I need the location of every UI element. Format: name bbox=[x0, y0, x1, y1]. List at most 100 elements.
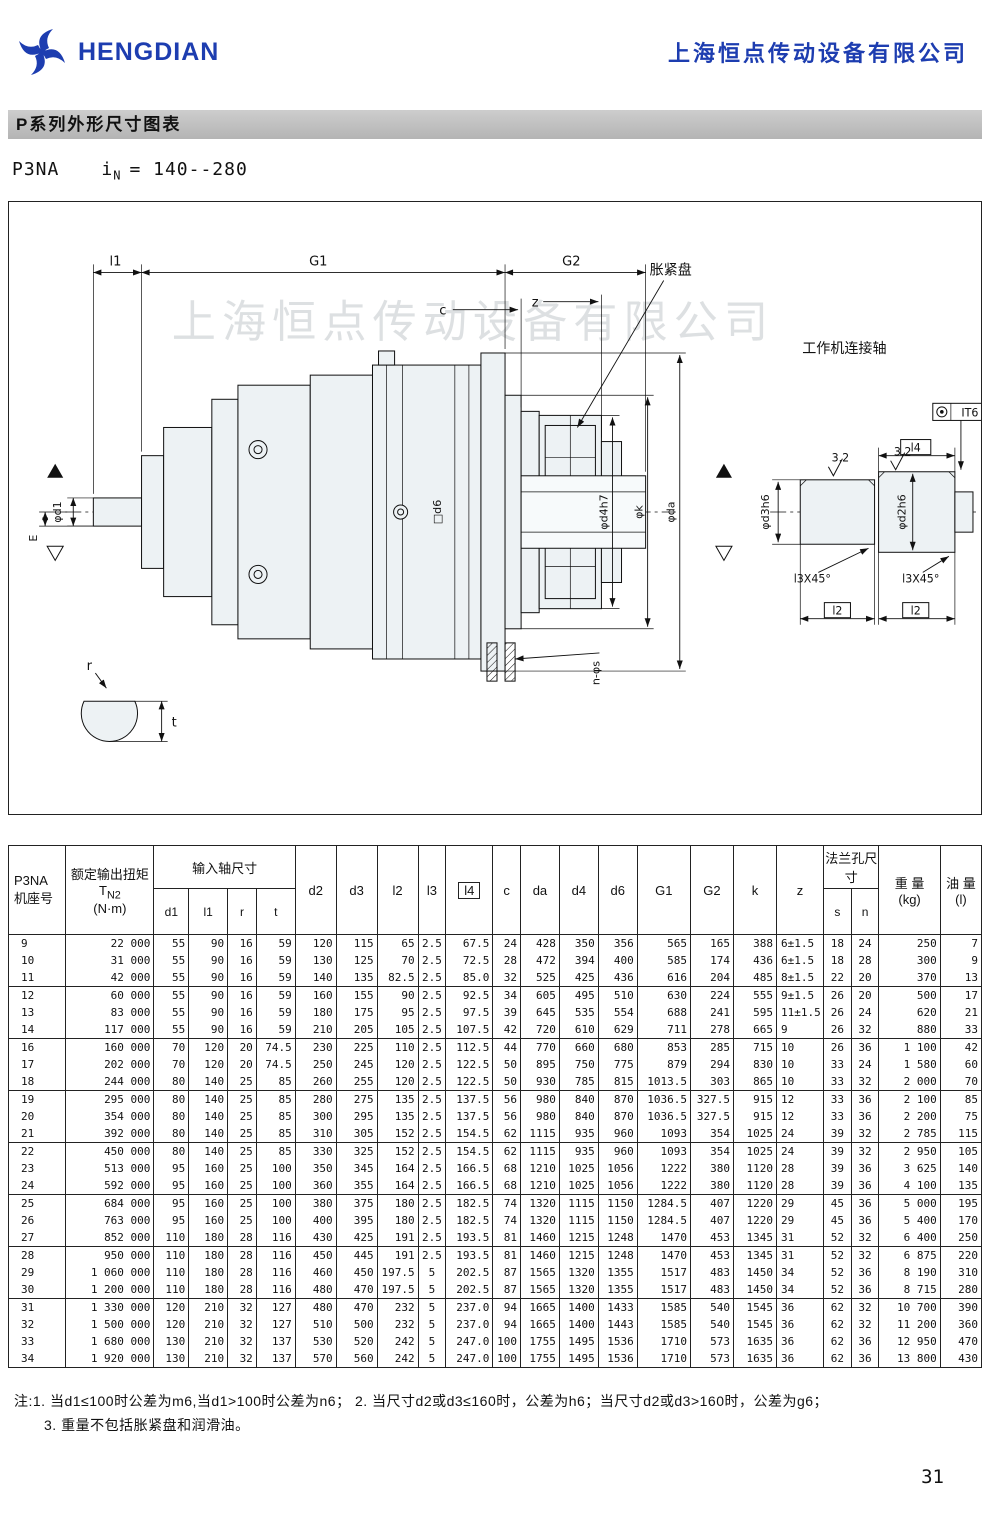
cell: 34 bbox=[775, 1281, 824, 1299]
cell: 540 bbox=[689, 1316, 734, 1333]
cell: 72.5 bbox=[445, 952, 493, 969]
cell: 100 bbox=[255, 1194, 296, 1212]
cell: 11±1.5 bbox=[775, 1004, 824, 1021]
cell: 327.5 bbox=[689, 1108, 734, 1125]
cell: 59 bbox=[255, 934, 296, 952]
cell: 50 bbox=[492, 1056, 521, 1073]
cell: 513 000 bbox=[65, 1160, 154, 1177]
cell: 32 bbox=[850, 1142, 879, 1160]
cell: 94 bbox=[492, 1298, 521, 1316]
cell: 1210 bbox=[519, 1160, 560, 1177]
cell: 193.5 bbox=[445, 1229, 493, 1247]
cell: 430 bbox=[939, 1350, 982, 1368]
cell: 935 bbox=[558, 1142, 599, 1160]
cell: 116 bbox=[255, 1229, 296, 1247]
drawing-labels: l1 G1 G2 c z 胀紧盘 工作机连接轴 φd1 E □d6 φd4h7 … bbox=[27, 254, 978, 730]
cell: 915 bbox=[732, 1108, 777, 1125]
cell: 472 bbox=[519, 952, 560, 969]
cell: 870 bbox=[597, 1090, 638, 1108]
cell: 39 bbox=[823, 1160, 852, 1177]
cell: 105 bbox=[939, 1142, 982, 1160]
cell: 32 bbox=[850, 1316, 879, 1333]
cell: 9 bbox=[775, 1021, 824, 1039]
cell: 130 bbox=[153, 1333, 189, 1350]
cell: 247.0 bbox=[445, 1350, 493, 1368]
cell: 244 000 bbox=[65, 1073, 154, 1091]
cell: 39 bbox=[823, 1142, 852, 1160]
cell: 2.5 bbox=[417, 969, 446, 987]
cell: 67.5 bbox=[445, 934, 493, 952]
dim-G1: G1 bbox=[309, 254, 327, 269]
cell: 24 bbox=[775, 1142, 824, 1160]
cell: 1 200 000 bbox=[65, 1281, 154, 1299]
cell: 16 bbox=[227, 1004, 257, 1021]
cell: 28 bbox=[492, 952, 521, 969]
cell: 237.0 bbox=[445, 1298, 493, 1316]
cell: 225 bbox=[335, 1038, 378, 1056]
cell: 125 bbox=[335, 952, 378, 969]
cell: 1536 bbox=[597, 1350, 638, 1368]
cell: 210 bbox=[188, 1350, 228, 1368]
cell: 28 bbox=[227, 1246, 257, 1264]
cell: 90 bbox=[188, 934, 228, 952]
cell: 110 bbox=[376, 1038, 419, 1056]
cell: 32 bbox=[7, 1316, 66, 1333]
cell: 31 000 bbox=[65, 952, 154, 969]
cell: 25 bbox=[227, 1212, 257, 1229]
cell: 95 bbox=[153, 1177, 189, 1195]
cell: 1115 bbox=[519, 1142, 560, 1160]
cell: 36 bbox=[850, 1212, 879, 1229]
cell: 1056 bbox=[597, 1177, 638, 1195]
cell: 400 bbox=[294, 1212, 337, 1229]
cell: 165 bbox=[689, 934, 734, 952]
col-header-G1: G1 bbox=[636, 845, 691, 935]
cell: 45 bbox=[823, 1194, 852, 1212]
cell: 24 bbox=[492, 934, 521, 952]
cell: 230 bbox=[294, 1038, 337, 1056]
dim-c: c bbox=[439, 304, 446, 319]
cell: 1536 bbox=[597, 1333, 638, 1350]
cell: 1 060 000 bbox=[65, 1264, 154, 1281]
cell: 32 bbox=[227, 1298, 257, 1316]
cell: 127 bbox=[255, 1298, 296, 1316]
cell: 555 bbox=[732, 986, 777, 1004]
cell: 980 bbox=[519, 1090, 560, 1108]
cell: 140 bbox=[188, 1108, 228, 1125]
cell: 2.5 bbox=[417, 1004, 446, 1021]
cell: 1443 bbox=[597, 1316, 638, 1333]
label-work-shaft: 工作机连接轴 bbox=[802, 340, 886, 357]
cell: 5 bbox=[417, 1316, 446, 1333]
cell: 450 bbox=[335, 1264, 378, 1281]
cell: 120 bbox=[153, 1316, 189, 1333]
cell: 110 bbox=[153, 1229, 189, 1247]
cell: 160 bbox=[294, 986, 337, 1004]
cell: 935 bbox=[558, 1125, 599, 1143]
roughness-mark: 3.2 bbox=[894, 446, 912, 459]
col-header-l2: l2 bbox=[376, 845, 419, 935]
dim-phi-k: φk bbox=[633, 505, 646, 519]
cell: 1115 bbox=[558, 1212, 599, 1229]
col-header-l3: l3 bbox=[417, 845, 447, 935]
cell: 770 bbox=[519, 1038, 560, 1056]
cell: 26 bbox=[7, 1212, 66, 1229]
cell: 39 bbox=[492, 1004, 521, 1021]
cell: 135 bbox=[376, 1108, 419, 1125]
cell: 174 bbox=[689, 952, 734, 969]
cell: 55 bbox=[153, 1004, 189, 1021]
cell: 13 bbox=[939, 969, 982, 987]
cell: 36 bbox=[775, 1298, 824, 1316]
cell: 120 bbox=[376, 1073, 419, 1091]
dim-E: E bbox=[27, 535, 40, 542]
cell: 32 bbox=[850, 1246, 879, 1264]
cell: 182.5 bbox=[445, 1212, 493, 1229]
cell: 16 bbox=[227, 1021, 257, 1039]
cell: 154.5 bbox=[445, 1125, 493, 1143]
roughness-mark: 3.2 bbox=[832, 452, 850, 465]
cell: 175 bbox=[335, 1004, 378, 1021]
dim-l2: l2 bbox=[911, 605, 921, 618]
cell: 1222 bbox=[636, 1160, 691, 1177]
